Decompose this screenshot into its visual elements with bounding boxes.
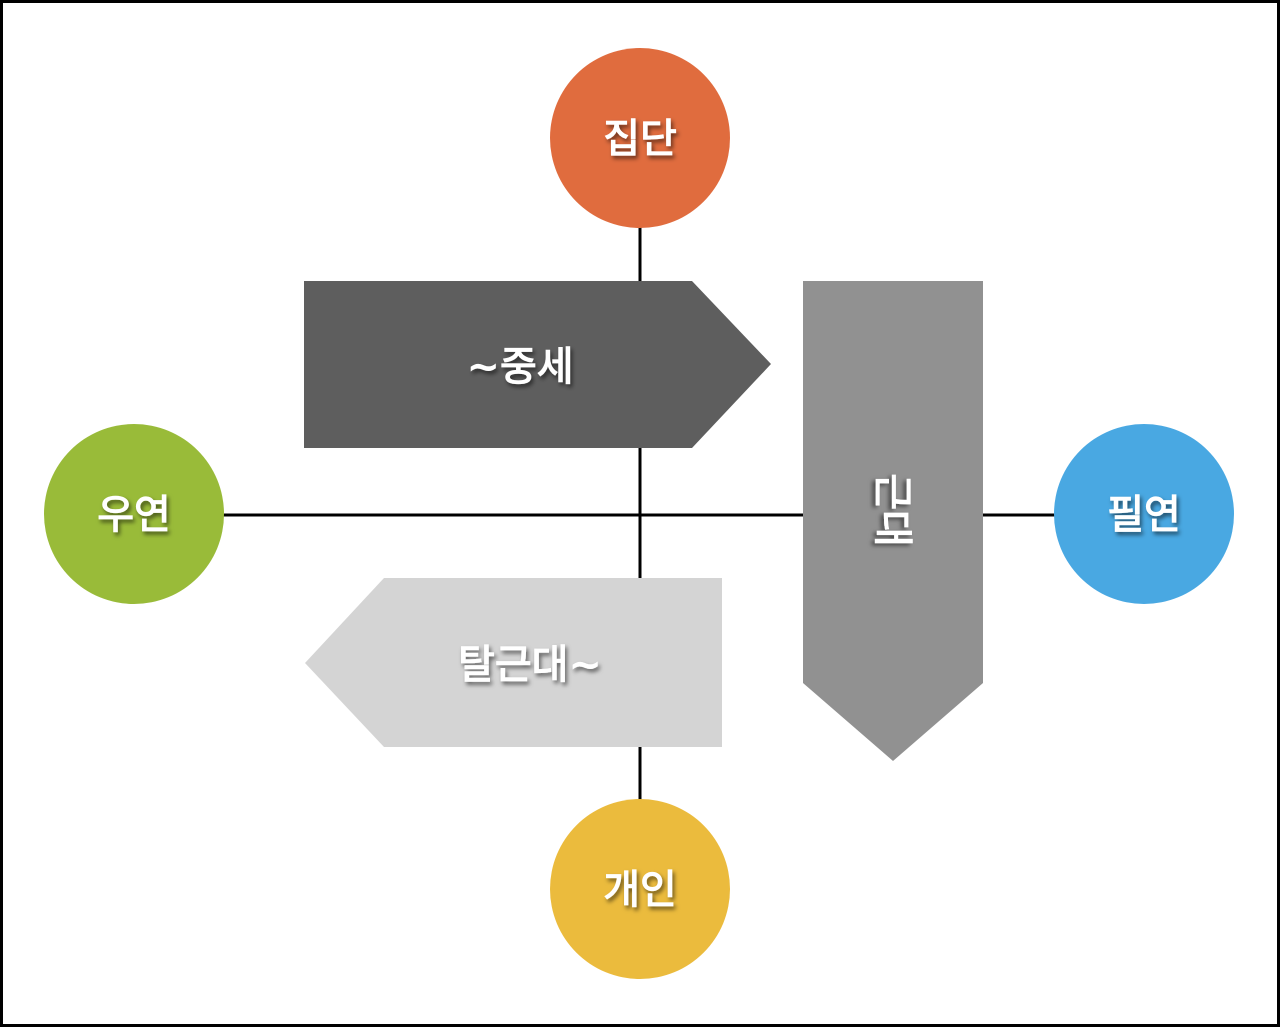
- right-arrow-label: ~중세: [466, 344, 573, 390]
- down-arrow-shape: [803, 281, 983, 761]
- down-arrow-label: 근대: [869, 473, 915, 547]
- top-node-circle: [550, 48, 730, 228]
- top-node-label: 집단: [603, 116, 677, 162]
- left-node-label: 우연: [97, 492, 171, 538]
- left-arrow-label: 탈근대~: [458, 642, 602, 688]
- right-node-circle: [1054, 424, 1234, 604]
- bottom-node-circle: [550, 799, 730, 979]
- right-node-label: 필연: [1107, 492, 1181, 538]
- left-arrow-shape: [305, 578, 722, 747]
- left-node-circle: [44, 424, 224, 604]
- right-arrow-shape: [304, 281, 771, 448]
- bottom-node-label: 개인: [603, 867, 677, 913]
